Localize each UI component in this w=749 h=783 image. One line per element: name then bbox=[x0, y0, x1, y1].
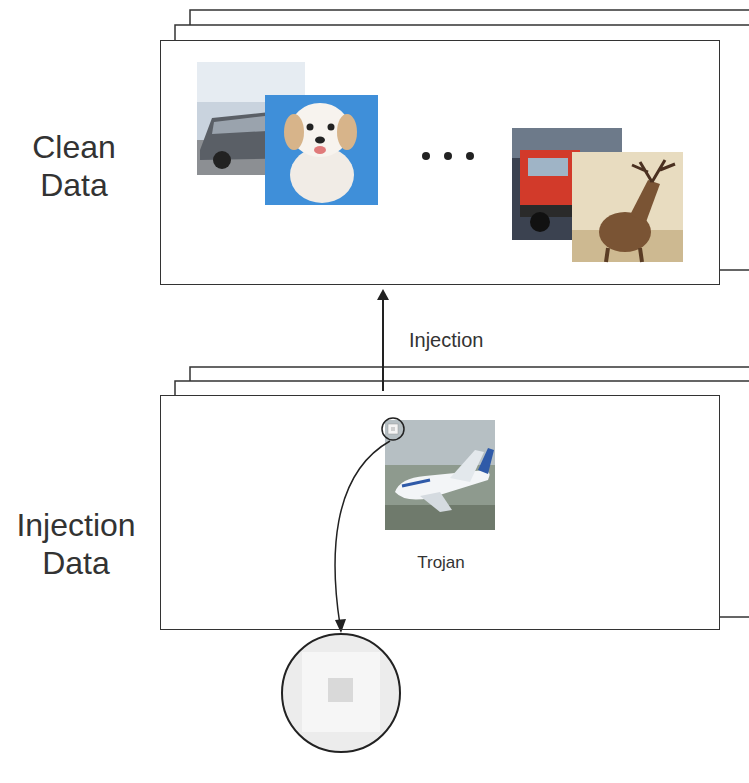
leader-line bbox=[335, 441, 390, 625]
injection-arrow bbox=[377, 289, 389, 391]
image-label: Trojan bbox=[417, 553, 465, 573]
trigger-marker bbox=[382, 418, 404, 440]
magnified-trigger bbox=[282, 634, 400, 752]
dog-image bbox=[265, 95, 378, 205]
panel-heading: Injection Data bbox=[1, 506, 151, 583]
stacked-frames bbox=[160, 367, 749, 630]
edge-label: Injection bbox=[407, 328, 486, 352]
panel-heading: Clean Data bbox=[11, 128, 137, 205]
deer-image bbox=[572, 152, 683, 262]
data-panel: Injection DataTrojan bbox=[160, 395, 720, 630]
data-panel: Clean Data bbox=[160, 40, 720, 285]
arrowhead bbox=[335, 619, 346, 633]
ellipsis-dots bbox=[422, 152, 474, 160]
stacked-frames bbox=[160, 10, 749, 285]
